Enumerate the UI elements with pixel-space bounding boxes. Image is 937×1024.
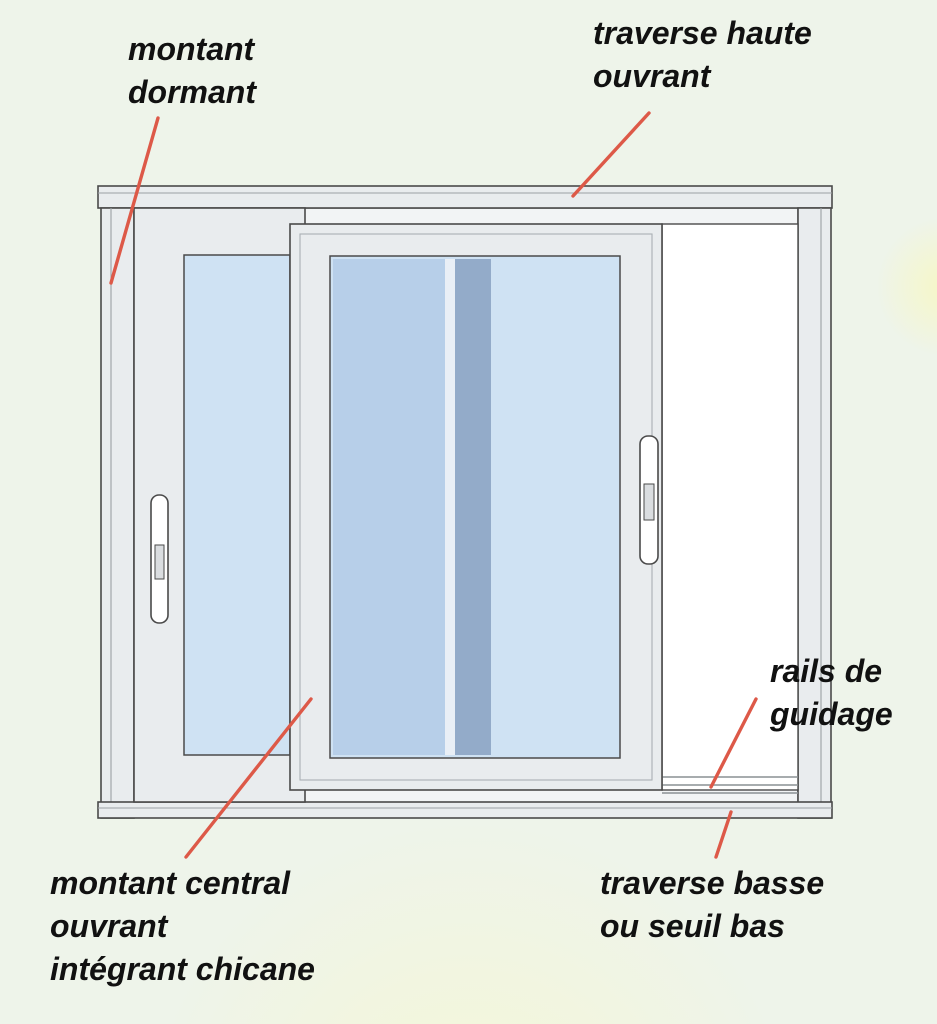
left-sash-glass [183,254,291,756]
label-traverse-haute: traverse haute ouvrant [593,12,812,98]
label-line: rails de [770,653,883,689]
center-sash [289,223,663,791]
leader-lines [109,111,758,859]
label-line: dormant [128,73,256,110]
label-line: traverse basse [600,865,825,901]
label-line: montant central [50,865,291,901]
opening-area [661,223,799,791]
chicane-gap [445,259,455,755]
leader-rails-guidage [709,697,758,789]
top-rail [97,185,833,209]
label-traverse-basse: traverse basse ou seuil bas [600,862,824,948]
label-line: ouvrant [593,57,711,94]
bottom-sill [97,801,833,819]
right-opening [661,223,799,794]
leader-traverse-basse [714,810,733,859]
label-line: traverse haute [593,15,812,51]
left-sash [133,207,306,803]
leader-montant-central [184,697,313,859]
left-sash-handle-grip [154,544,165,580]
label-line: ou seuil bas [600,907,785,944]
leader-traverse-haute [571,111,651,198]
label-line: intégrant chicane [50,950,315,987]
right-jamb [797,207,832,819]
label-line: guidage [770,695,893,732]
left-jamb [100,207,135,819]
chicane-band [455,259,491,755]
leader-montant-dormant [109,116,160,285]
label-rails-guidage: rails de guidage [770,650,893,736]
center-sash-glass-tinted [333,259,445,755]
center-sash-handle-grip [643,483,655,521]
label-montant-dormant: montant dormant [128,28,256,114]
label-montant-central: montant central ouvrant intégrant chican… [50,862,315,991]
label-line: ouvrant [50,907,168,944]
label-line: montant [128,31,255,67]
